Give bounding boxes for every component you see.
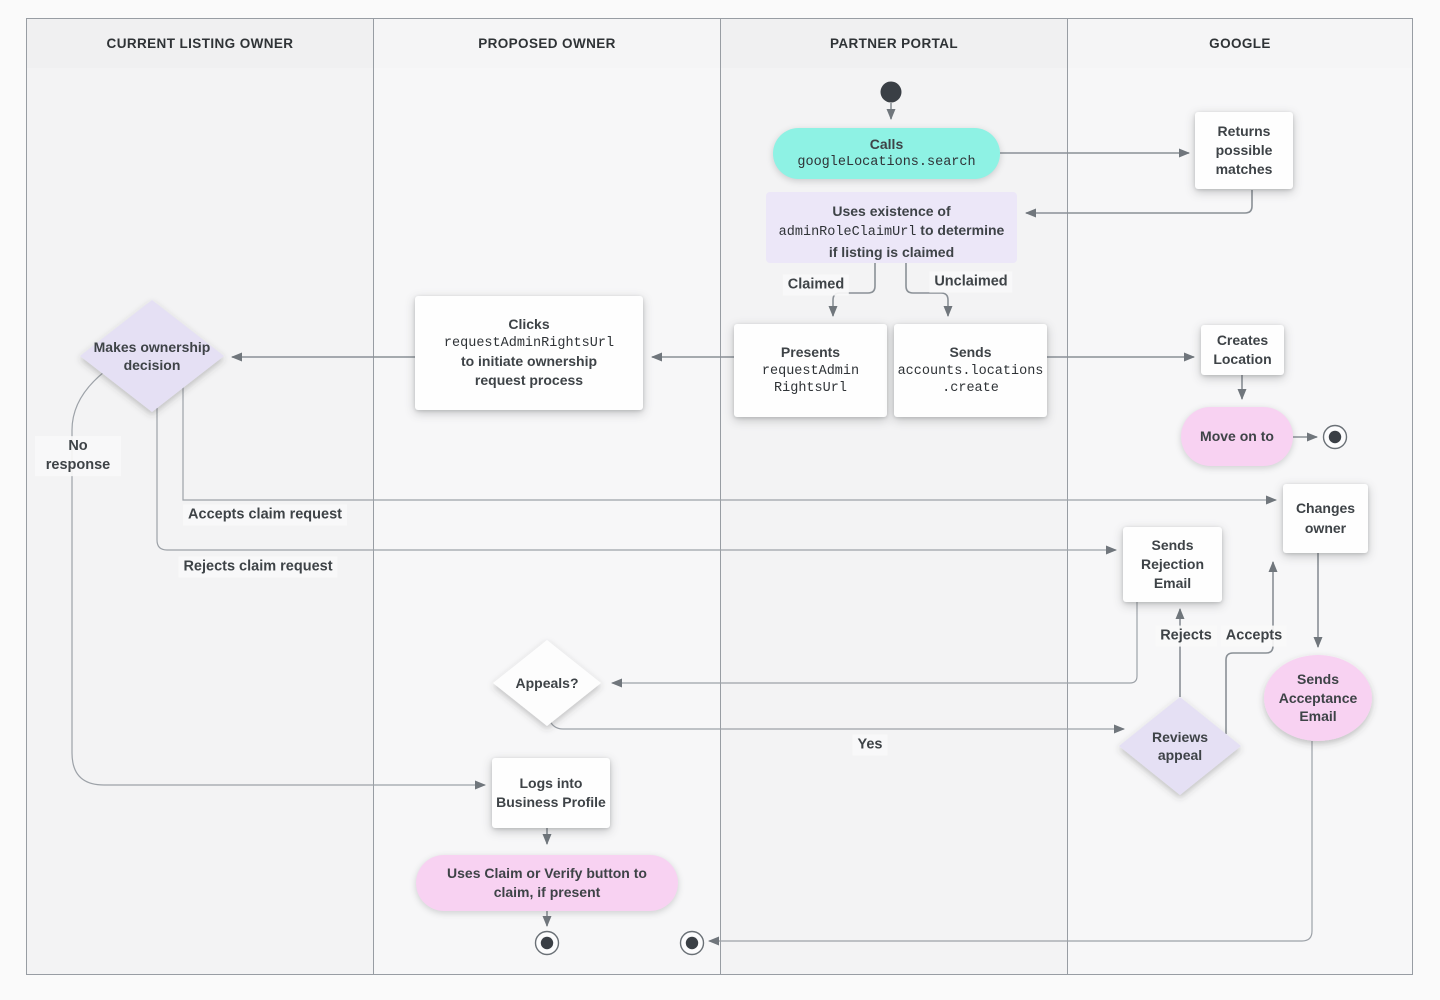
- node-title: Presents: [780, 344, 841, 361]
- action-sends-acceptance-label: Sends Acceptance Email: [1278, 671, 1358, 725]
- edge-label-unclaimed: Unclaimed: [929, 271, 1013, 293]
- node-sends-accounts-locations-create: Sends accounts.locations .create: [894, 324, 1047, 417]
- node-logs-into-business-profile: Logs into Business Profile: [492, 758, 610, 828]
- edge-rejection-email-to-appeals: [611, 602, 1138, 688]
- edge-appeals-yes-to-reviews: [548, 718, 1125, 734]
- node-move-on-to: Move on to: [1181, 407, 1293, 466]
- lane-header: CURRENT LISTING OWNER: [27, 19, 373, 69]
- edge-reviews-accepts-to-changes-owner: [1225, 561, 1278, 734]
- decision-reviews-appeal-shape: [1119, 697, 1241, 795]
- node-title: Calls: [869, 136, 904, 153]
- node-uses-claim-or-verify: Uses Claim or Verify button to claim, if…: [416, 855, 678, 911]
- node-title: Sends: [949, 344, 992, 361]
- edge-label-rejects: Rejects: [1155, 625, 1217, 647]
- node-label: Changes owner: [1295, 500, 1356, 536]
- node-label: Logs into Business Profile: [496, 774, 606, 810]
- edge-returns-to-uses-existence: [1025, 190, 1253, 218]
- edge-claimed-to-presents: [828, 263, 876, 317]
- decision-makes-ownership-shape: [80, 300, 224, 412]
- note-code: adminRoleClaimUrl: [778, 225, 917, 241]
- lane-header: PROPOSED OWNER: [374, 19, 720, 69]
- edge-label-yes: Yes: [852, 734, 888, 756]
- node-label: Returns possible matches: [1215, 122, 1273, 178]
- node-presents-request-admin-rights-url: Presents requestAdmin RightsUrl: [734, 324, 887, 417]
- note-text-post: to determine if listing is claimed: [828, 222, 1005, 260]
- edge-label-rejects-claim-request: Rejects claim request: [178, 556, 338, 578]
- node-label: Move on to: [1200, 427, 1274, 444]
- node-changes-owner: Changes owner: [1283, 484, 1368, 553]
- lane-title: GOOGLE: [1209, 36, 1271, 51]
- end-node-proposed-owner: [534, 930, 560, 956]
- edge-acceptance-email-to-end: [708, 741, 1313, 946]
- lane-title: CURRENT LISTING OWNER: [106, 36, 294, 51]
- node-subtitle: to initiate ownership request process: [460, 353, 598, 389]
- decision-appeals-shape: [493, 640, 601, 726]
- node-code-line1: requestAdmin: [761, 363, 860, 379]
- edge-label-no-response: No response: [35, 436, 121, 476]
- note-text-pre: Uses existence of: [832, 203, 951, 219]
- node-label: Creates Location: [1213, 331, 1272, 367]
- node-returns-possible-matches: Returns possible matches: [1195, 112, 1293, 189]
- edge-rejects-claim-to-rejection-email: [156, 408, 1117, 555]
- decision-reviews-appeal-label: Reviews appeal: [1151, 728, 1209, 763]
- node-code-line1: accounts.locations: [897, 363, 1044, 379]
- action-sends-acceptance-shape: [1264, 655, 1372, 741]
- edge-accepts-claim-to-changes-owner: [182, 384, 1277, 505]
- node-code-line2: RightsUrl: [774, 381, 847, 397]
- lane-title: PROPOSED OWNER: [478, 36, 616, 51]
- edge-no-response-to-logs-into: [71, 371, 486, 790]
- start-node: [880, 81, 902, 103]
- node-label: Sends Rejection Email: [1140, 536, 1204, 592]
- note-uses-existence-admin-role-claim-url: Uses existence of adminRoleClaimUrl to d…: [766, 192, 1017, 263]
- node-sends-rejection-email: Sends Rejection Email: [1123, 527, 1222, 602]
- end-node-partner-portal: [679, 930, 705, 956]
- lane-title: PARTNER PORTAL: [829, 36, 959, 51]
- node-code: googleLocations.search: [797, 155, 976, 171]
- decision-makes-ownership-label: Makes ownership decision: [93, 338, 211, 373]
- node-calls-google-locations-search: Calls googleLocations.search: [773, 128, 1000, 179]
- edge-label-accepts-claim-request: Accepts claim request: [183, 504, 347, 526]
- decision-appeals-label: Appeals?: [515, 674, 579, 691]
- node-code: requestAdminRightsUrl: [443, 335, 615, 351]
- edge-unclaimed-to-sends-create: [905, 263, 953, 317]
- end-node-google: [1322, 424, 1348, 450]
- node-label: Uses Claim or Verify button to claim, if…: [447, 864, 647, 900]
- node-creates-location: Creates Location: [1201, 325, 1284, 375]
- edge-label-accepts: Accepts: [1220, 625, 1288, 647]
- edge-label-claimed: Claimed: [782, 274, 850, 296]
- node-title: Clicks: [508, 316, 550, 333]
- node-clicks-request-admin-rights-url: Clicks requestAdminRightsUrl to initiate…: [415, 296, 643, 410]
- lane-header: GOOGLE: [1068, 19, 1412, 69]
- node-code-line2: .create: [942, 381, 999, 397]
